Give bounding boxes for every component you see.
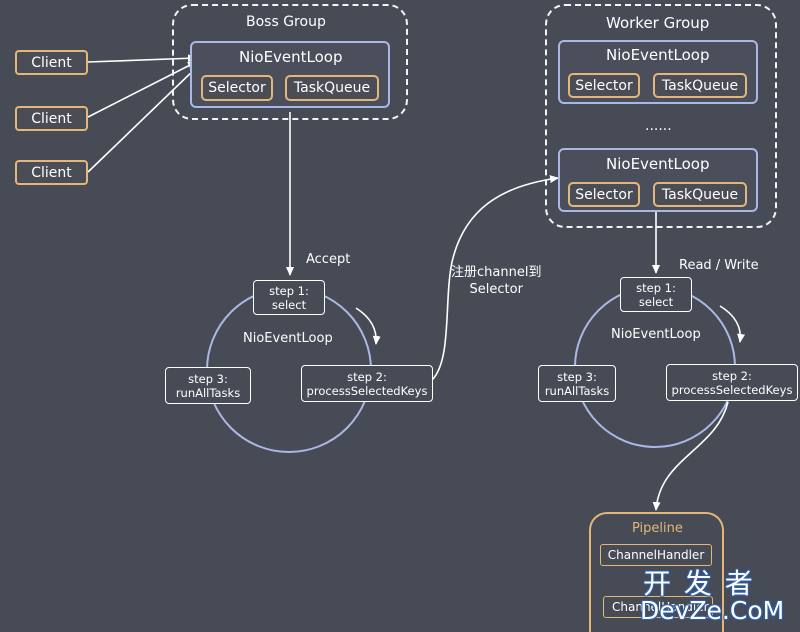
worker-ellipsis: ...... bbox=[645, 118, 672, 134]
boss-step1-line2: select bbox=[271, 297, 307, 312]
boss-cycle-center: NioEventLoop bbox=[243, 331, 333, 346]
register-label-line2: Selector bbox=[469, 282, 523, 297]
boss-step2: step 2: processSelectedKeys bbox=[301, 365, 433, 402]
boss-step3-line2: runAllTasks bbox=[175, 385, 241, 400]
client-2: Client bbox=[15, 106, 88, 131]
boss-group bbox=[172, 4, 408, 120]
watermark-line2: DevZe.CoM bbox=[640, 596, 785, 625]
boss-cycle-arrow bbox=[355, 307, 381, 345]
boss-task-queue: TaskQueue bbox=[285, 75, 379, 101]
boss-step2-line1: step 2: bbox=[347, 369, 387, 384]
boss-selector: Selector bbox=[201, 75, 273, 101]
register-label: 注册channel到 Selector bbox=[451, 264, 541, 298]
worker-group-title: Worker Group bbox=[606, 14, 710, 32]
accept-label: Accept bbox=[306, 252, 351, 267]
worker-step2: step 2: processSelectedKeys bbox=[666, 364, 798, 401]
worker-step1-line1: step 1: bbox=[636, 280, 676, 295]
worker-step3-line2: runAllTasks bbox=[544, 383, 610, 398]
boss-event-loop-title: NioEventLoop bbox=[239, 48, 343, 66]
worker-1-task-queue: TaskQueue bbox=[653, 73, 747, 98]
boss-step1-line1: step 1: bbox=[269, 283, 309, 298]
worker-step3-line1: step 3: bbox=[557, 369, 597, 384]
worker-step2-line2: processSelectedKeys bbox=[671, 382, 793, 397]
worker-event-loop-1-title: NioEventLoop bbox=[606, 46, 710, 64]
worker-step2-line1: step 2: bbox=[712, 368, 752, 383]
channel-handler-2: ChannelHandler bbox=[603, 596, 713, 618]
worker-step1-line2: select bbox=[638, 294, 674, 309]
pipeline-title: Pipeline bbox=[632, 521, 683, 536]
boss-group-title: Boss Group bbox=[246, 14, 326, 30]
boss-step3-line1: step 3: bbox=[188, 371, 228, 386]
register-label-line1: 注册channel到 bbox=[451, 265, 542, 280]
worker-step3: step 3: runAllTasks bbox=[538, 365, 616, 402]
client-1: Client bbox=[15, 50, 88, 75]
boss-step3: step 3: runAllTasks bbox=[165, 367, 251, 404]
boss-step1: step 1: select bbox=[253, 280, 325, 315]
read-write-label: Read / Write bbox=[679, 258, 759, 273]
pipeline-box bbox=[589, 512, 724, 632]
watermark-line1: 开 发 者 bbox=[643, 567, 755, 600]
channel-handler-1: ChannelHandler bbox=[600, 544, 712, 566]
worker-group bbox=[545, 4, 777, 228]
client-3: Client bbox=[15, 160, 88, 185]
worker-1-selector: Selector bbox=[568, 73, 640, 98]
worker-2-task-queue: TaskQueue bbox=[653, 182, 747, 207]
pipeline-arrow bbox=[652, 401, 729, 511]
worker-cycle-arrow bbox=[719, 305, 746, 343]
worker-event-loop-2-title: NioEventLoop bbox=[606, 155, 710, 173]
worker-2-selector: Selector bbox=[568, 182, 640, 207]
worker-step1: step 1: select bbox=[620, 277, 692, 312]
boss-step2-line2: processSelectedKeys bbox=[306, 383, 428, 398]
worker-cycle-center: NioEventLoop bbox=[611, 327, 701, 342]
